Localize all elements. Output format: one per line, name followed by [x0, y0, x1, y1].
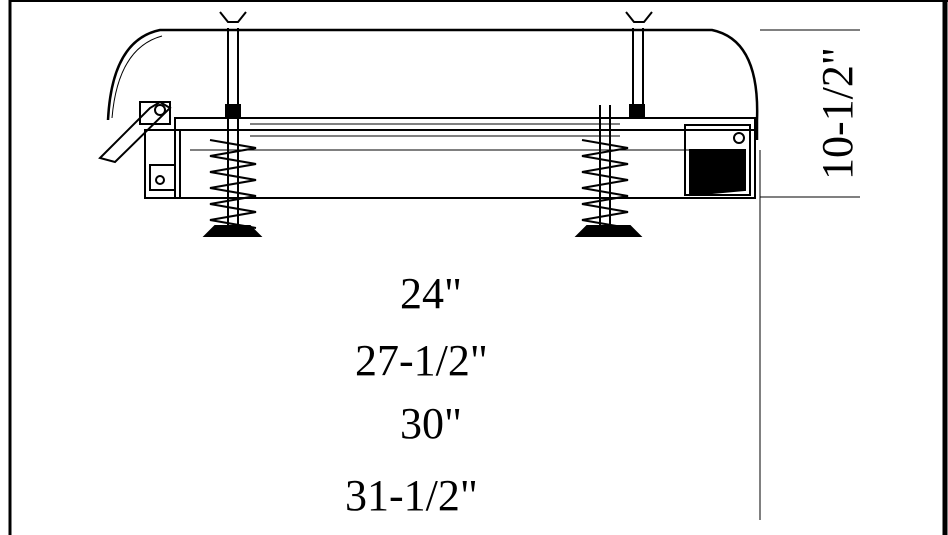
height-dimension-label: 10-1/2": [813, 47, 862, 180]
right-spring: [574, 105, 643, 237]
right-hanger-rod: [625, 11, 653, 118]
outer-border: [8, 0, 948, 535]
dimension-lines: [759, 29, 860, 520]
width-label-30: 30": [400, 399, 462, 448]
left-spring: [202, 105, 263, 237]
hatch-frame: [144, 117, 756, 199]
width-label-31-1-2: 31-1/2": [345, 471, 478, 520]
left-hanger-rod: [219, 11, 247, 118]
width-label-27-1-2: 27-1/2": [355, 336, 488, 385]
width-label-24: 24": [400, 269, 462, 318]
latch-handle: [98, 100, 176, 191]
hatch-dome: [106, 28, 759, 140]
